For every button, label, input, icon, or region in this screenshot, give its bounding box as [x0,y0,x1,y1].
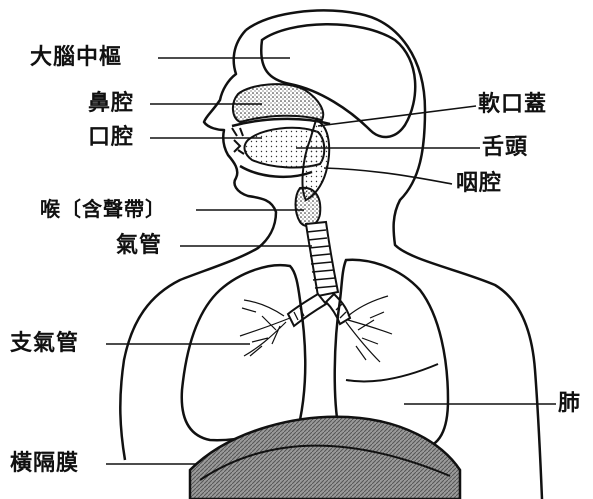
leader-soft-palate [318,106,476,126]
left-bronchus [288,294,326,326]
right-branches [346,296,392,362]
label-oral-cavity: 口腔 [88,127,134,149]
trachea-shape [306,222,338,296]
leader-pharynx [324,168,452,184]
label-soft-palate: 軟口蓋 [478,94,547,116]
label-bronchi: 支氣管 [10,333,79,355]
left-lung [182,265,306,440]
larynx-shape [296,188,321,226]
label-larynx: 喉〔含聲帶〕 [40,199,166,219]
label-pharynx: 咽腔 [456,173,502,195]
label-nasal-cavity: 鼻腔 [88,93,134,115]
label-tongue: 舌頭 [482,137,528,159]
left-branches [240,300,290,356]
diaphragm-shape [190,417,460,499]
label-diaphragm: 橫隔膜 [10,453,79,475]
label-lung: 肺 [558,393,581,415]
label-trachea: 氣管 [116,235,162,257]
label-brain-center: 大腦中樞 [30,47,122,69]
